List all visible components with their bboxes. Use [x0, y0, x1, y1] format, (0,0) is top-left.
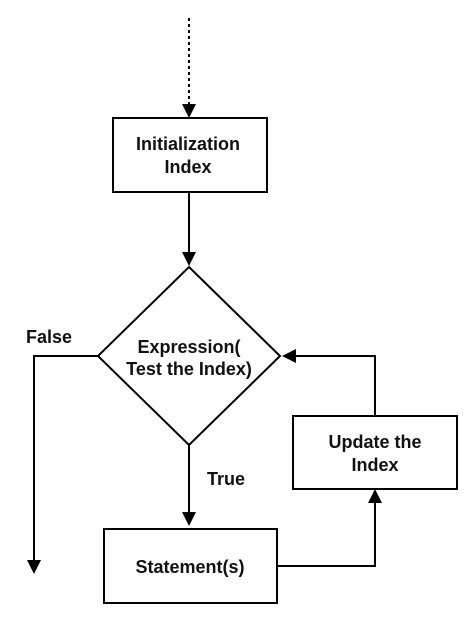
update-to-condition-arrow — [282, 349, 376, 416]
init-label-line1: Initialization — [136, 134, 240, 154]
true-label: True — [207, 469, 245, 489]
update-label-line2: Index — [351, 455, 398, 475]
condition-label-line1: Expression( — [137, 337, 240, 357]
init-node: Initialization Index — [112, 117, 268, 193]
update-label-line1: Update the — [328, 432, 421, 452]
statement-node: Statement(s) — [103, 528, 278, 604]
entry-arrow — [182, 18, 196, 118]
false-branch-arrow — [27, 355, 98, 574]
init-label-line2: Index — [164, 157, 211, 177]
statement-label: Statement(s) — [135, 557, 244, 577]
init-to-condition-arrow — [182, 192, 196, 266]
update-node: Update the Index — [292, 415, 458, 490]
false-label: False — [26, 327, 72, 347]
statement-to-update-arrow — [277, 489, 382, 567]
true-branch-arrow — [182, 445, 196, 526]
condition-node: Expression( Test the Index) — [96, 265, 282, 447]
condition-label-line2: Test the Index) — [126, 359, 252, 379]
